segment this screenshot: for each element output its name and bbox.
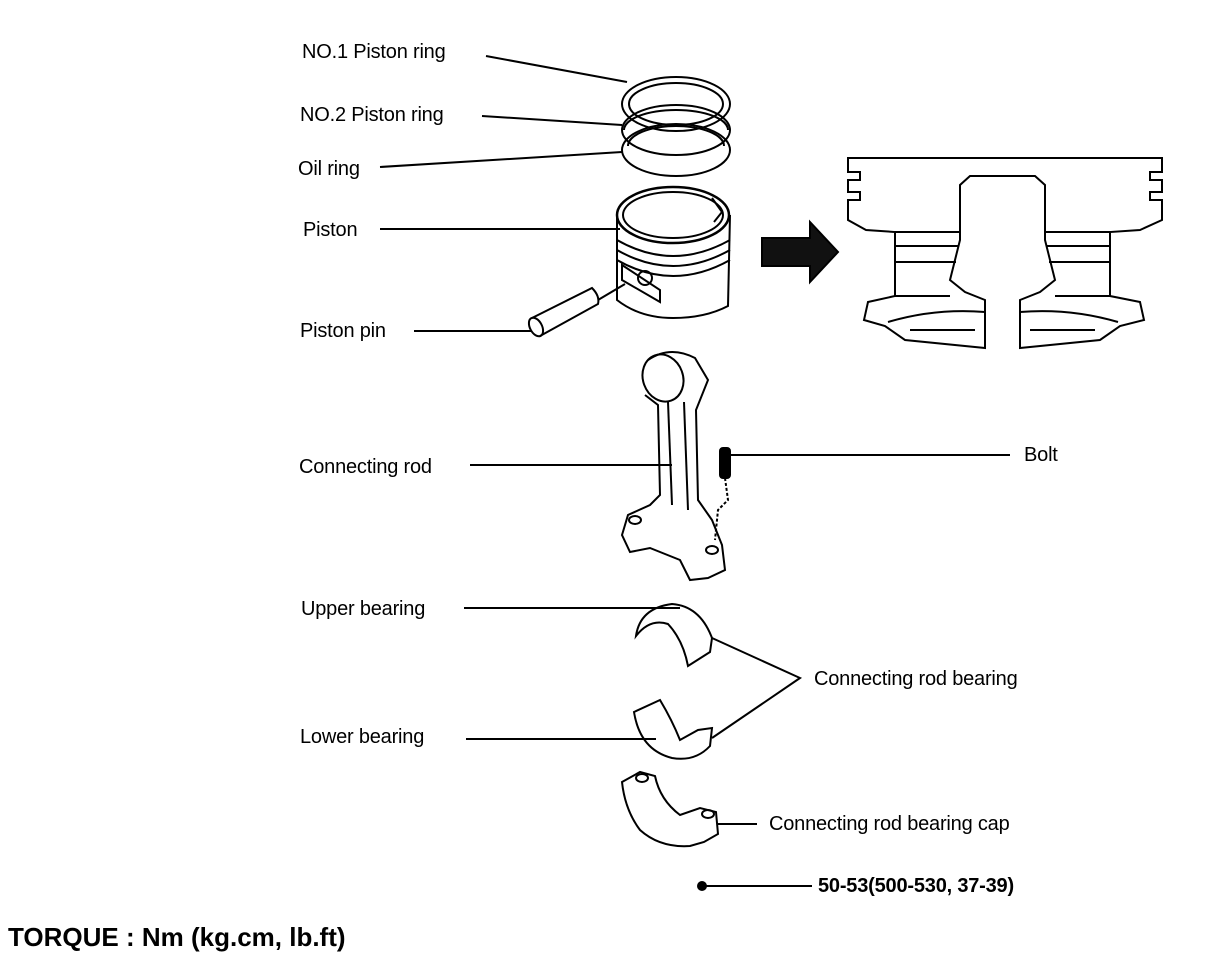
arrow-icon xyxy=(761,219,840,285)
label-oil-ring: Oil ring xyxy=(298,158,360,180)
leader-no1-ring xyxy=(485,55,628,83)
connecting-rod-icon xyxy=(620,351,727,582)
leader-oil-ring xyxy=(379,151,623,168)
torque-dot-icon xyxy=(697,881,707,891)
upper-bearing-icon xyxy=(634,602,714,668)
leader-conrod-bearing xyxy=(711,637,803,739)
label-bolt: Bolt xyxy=(1024,444,1058,466)
leader-no2-ring xyxy=(481,115,623,126)
piston-section-icon xyxy=(847,157,1163,350)
label-bearing-cap: Connecting rod bearing cap xyxy=(769,813,1010,835)
bolt-icon xyxy=(714,447,731,541)
bearing-cap-icon xyxy=(620,770,720,848)
label-upper-bearing: Upper bearing xyxy=(301,598,426,620)
label-piston: Piston xyxy=(303,219,358,241)
piston-icon xyxy=(615,185,731,320)
oil-ring-icon xyxy=(621,123,731,177)
label-piston-pin: Piston pin xyxy=(300,320,386,342)
lower-bearing-icon xyxy=(632,698,714,760)
piston-pin-icon xyxy=(527,286,600,338)
torque-units-caption: TORQUE : Nm (kg.cm, lb.ft) xyxy=(8,922,346,952)
label-lower-bearing: Lower bearing xyxy=(300,726,425,748)
leader-piston-pin-axis xyxy=(597,283,626,301)
label-connecting-rod: Connecting rod xyxy=(299,456,432,478)
torque-spec-value: 50-53(500-530, 37-39) xyxy=(818,875,1014,897)
label-connecting-rod-bearing: Connecting rod bearing xyxy=(814,668,1018,690)
no2-piston-ring-icon xyxy=(621,104,731,156)
label-no1-piston-ring: NO.1 Piston ring xyxy=(302,41,446,63)
label-no2-piston-ring: NO.2 Piston ring xyxy=(300,104,444,126)
